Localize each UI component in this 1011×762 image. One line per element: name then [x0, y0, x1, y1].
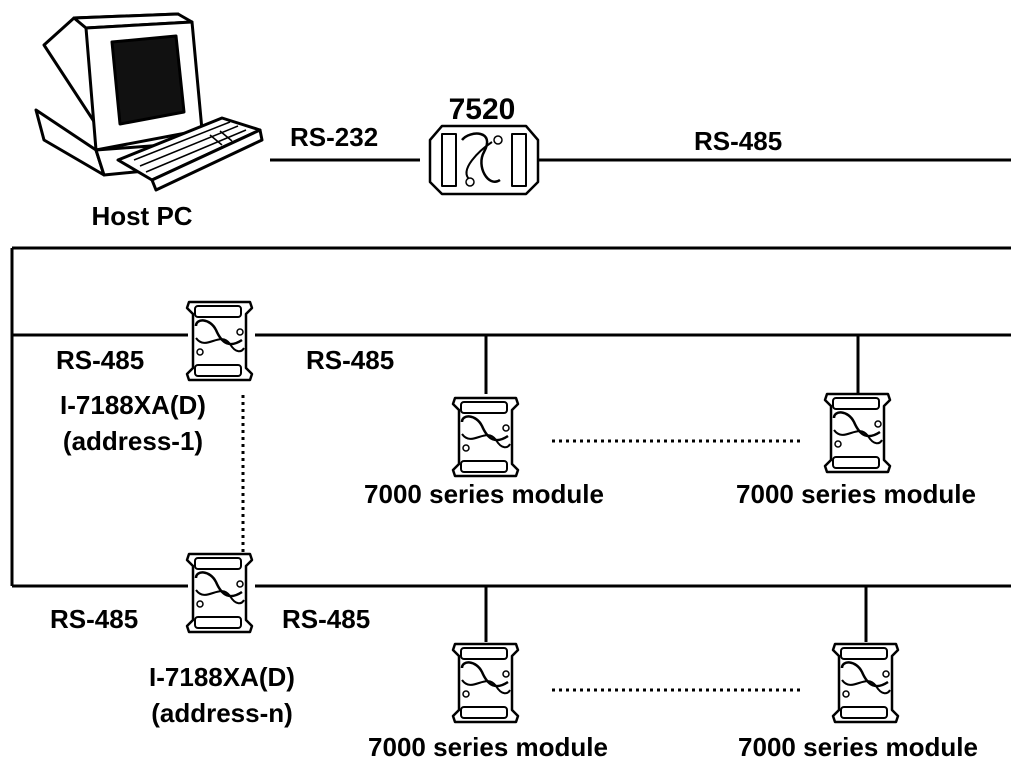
ellipsis-dots [241, 395, 800, 692]
controller2-right-port-label: RS-485 [282, 604, 371, 634]
controller1-address: (address-1) [62, 426, 204, 456]
converter-module-icon [428, 124, 540, 196]
rs485-main-bus [10, 158, 1011, 588]
controller-module-icon [185, 300, 254, 382]
controller2-address: (address-n) [151, 698, 293, 728]
controller1-left-port-label: RS-485 [56, 345, 145, 375]
rs485-main-label: RS-485 [694, 126, 783, 156]
host-pc-label: Host PC [91, 201, 193, 231]
row2-left-module-label: 7000 series module [368, 732, 608, 762]
rs485-row1-bus [255, 333, 1011, 394]
rs485-row2-bus [255, 584, 1011, 642]
io-module-icon [823, 392, 892, 474]
row1-left-module-label: 7000 series module [364, 479, 604, 509]
rs232-label: RS-232 [290, 122, 379, 152]
controller1-right-port-label: RS-485 [306, 345, 395, 375]
converter-label: 7520 [448, 93, 516, 126]
row1-right-module-label: 7000 series module [736, 479, 976, 509]
controller2-left-port-label: RS-485 [50, 604, 139, 634]
io-module-icon [831, 642, 900, 724]
controller-module-icon [185, 552, 254, 634]
desktop-computer-icon [34, 12, 264, 192]
controller1-name: I-7188XA(D) [60, 390, 206, 420]
row2-right-module-label: 7000 series module [738, 732, 978, 762]
controller2-name: I-7188XA(D) [149, 662, 295, 692]
io-module-icon [451, 642, 520, 724]
io-module-icon [451, 396, 520, 478]
